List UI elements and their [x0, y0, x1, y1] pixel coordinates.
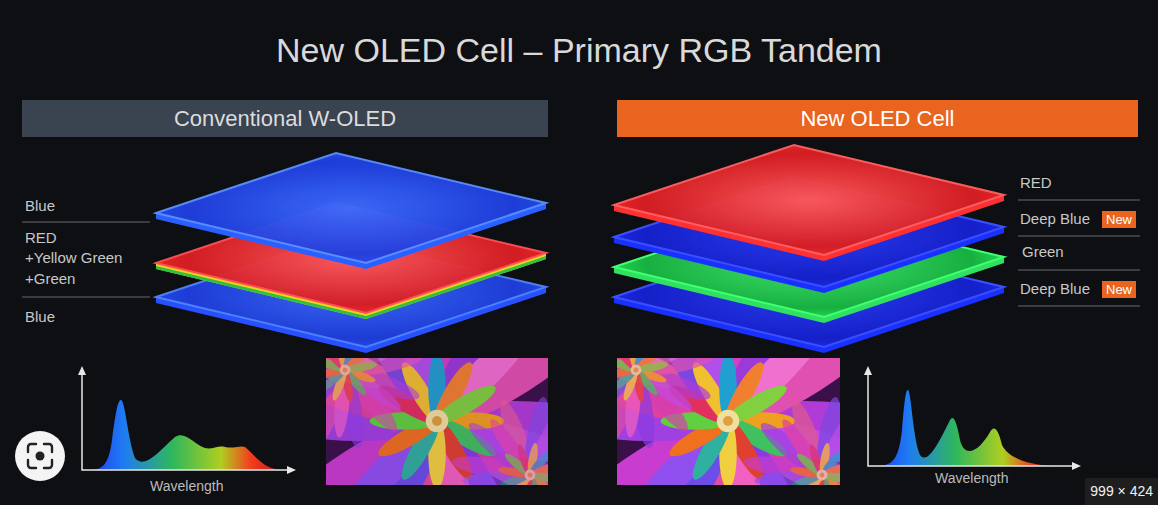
layer-label: RED — [25, 229, 57, 247]
layer-label: Blue — [25, 197, 55, 215]
layer-label: +Yellow Green — [25, 249, 122, 267]
flower-photo-left — [326, 358, 548, 485]
axis-label: Wavelength — [935, 469, 1008, 487]
header-text: Conventional W-OLED — [174, 106, 396, 132]
layer-label: +Green — [25, 270, 75, 288]
image-size-watermark: 999 × 424 — [1085, 478, 1158, 505]
new-badge: New — [1102, 211, 1136, 228]
layer-label: Deep Blue — [1020, 210, 1090, 228]
header-band: New OLED Cell — [617, 100, 1138, 137]
header-band: Conventional W-OLED — [22, 100, 548, 137]
layer-label: Blue — [25, 308, 55, 326]
woled-stack — [156, 153, 546, 353]
axis-label: Wavelength — [150, 477, 223, 495]
new-badge: New — [1102, 281, 1136, 298]
flower-photo-right — [617, 358, 840, 485]
lens-icon — [15, 431, 65, 481]
layer-label: Deep Blue — [1020, 280, 1090, 298]
spectrum-chart-right — [864, 366, 1081, 470]
diagram-title: New OLED Cell – Primary RGB Tandem — [0, 30, 1158, 70]
layer-label: RED — [1020, 174, 1052, 192]
layer-label: Green — [1022, 243, 1064, 261]
spectrum-chart-left — [78, 366, 296, 474]
rgb-tandem-stack — [614, 145, 1004, 353]
header-text: New OLED Cell — [800, 106, 954, 132]
